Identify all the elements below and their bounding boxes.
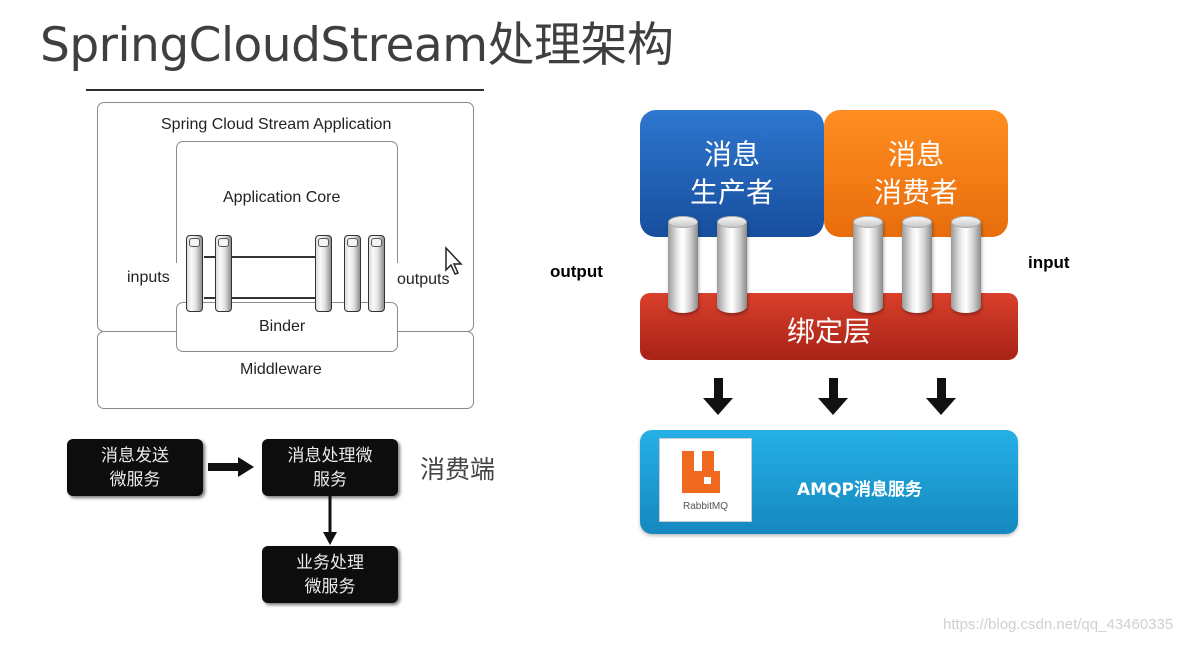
input-channel-cylinder (215, 235, 232, 312)
binder-box (176, 302, 398, 352)
message-send-microservice: 消息发送 微服务 (67, 439, 203, 496)
send-line-1: 消息发送 (101, 445, 169, 466)
process-line-1: 消息处理微 (287, 445, 373, 466)
inputs-label: inputs (127, 269, 170, 286)
consumer-side-label: 消费端 (420, 455, 496, 484)
consumer-line-2: 消费者 (873, 175, 958, 209)
output-channel-cylinder (344, 235, 361, 312)
consumer-line-1: 消息 (887, 137, 944, 171)
output-channel-cylinder (315, 235, 332, 312)
input-pipe-cylinder (951, 216, 981, 313)
business-process-microservice: 业务处理 微服务 (262, 546, 398, 603)
input-label: input (1028, 253, 1070, 272)
input-pipe-cylinder (902, 216, 932, 313)
output-pipe-cylinder (668, 216, 698, 313)
output-label: output (550, 262, 603, 281)
application-core-label: Application Core (223, 189, 341, 206)
rabbitmq-logo: RabbitMQ (659, 438, 752, 522)
arrow-down-icon (926, 378, 956, 415)
rabbitmq-icon (682, 451, 720, 493)
mouse-cursor-icon (445, 246, 463, 275)
channel-bar-bottom (204, 297, 322, 299)
business-line-2: 微服务 (304, 576, 356, 597)
arrow-down-icon (818, 378, 848, 415)
watermark: https://blog.csdn.net/qq_43460335 (943, 616, 1174, 633)
flow-arrow-down-icon (323, 496, 337, 545)
send-line-2: 微服务 (109, 469, 161, 490)
amqp-label: AMQP消息服务 (797, 480, 922, 500)
input-pipe-cylinder (853, 216, 883, 313)
business-line-1: 业务处理 (296, 552, 364, 573)
process-line-2: 服务 (313, 469, 347, 490)
page-title: SpringCloudStream处理架构 (40, 18, 674, 73)
message-process-microservice: 消息处理微 服务 (262, 439, 398, 496)
binder-label: Binder (259, 318, 306, 335)
output-pipe-cylinder (717, 216, 747, 313)
producer-line-1: 消息 (703, 137, 760, 171)
title-divider (86, 89, 484, 91)
input-channel-cylinder (186, 235, 203, 312)
channel-bar-top (204, 256, 322, 258)
output-channel-cylinder (368, 235, 385, 312)
rabbitmq-logo-text: RabbitMQ (682, 501, 728, 512)
outputs-label: outputs (397, 271, 450, 288)
binding-layer-label: 绑定层 (786, 314, 871, 348)
producer-line-2: 生产者 (689, 175, 774, 209)
application-label: Spring Cloud Stream Application (161, 116, 392, 133)
middleware-label: Middleware (240, 361, 322, 378)
arrow-down-icon (703, 378, 733, 415)
application-core-box (176, 141, 398, 263)
flow-arrow-right-icon (208, 457, 254, 477)
